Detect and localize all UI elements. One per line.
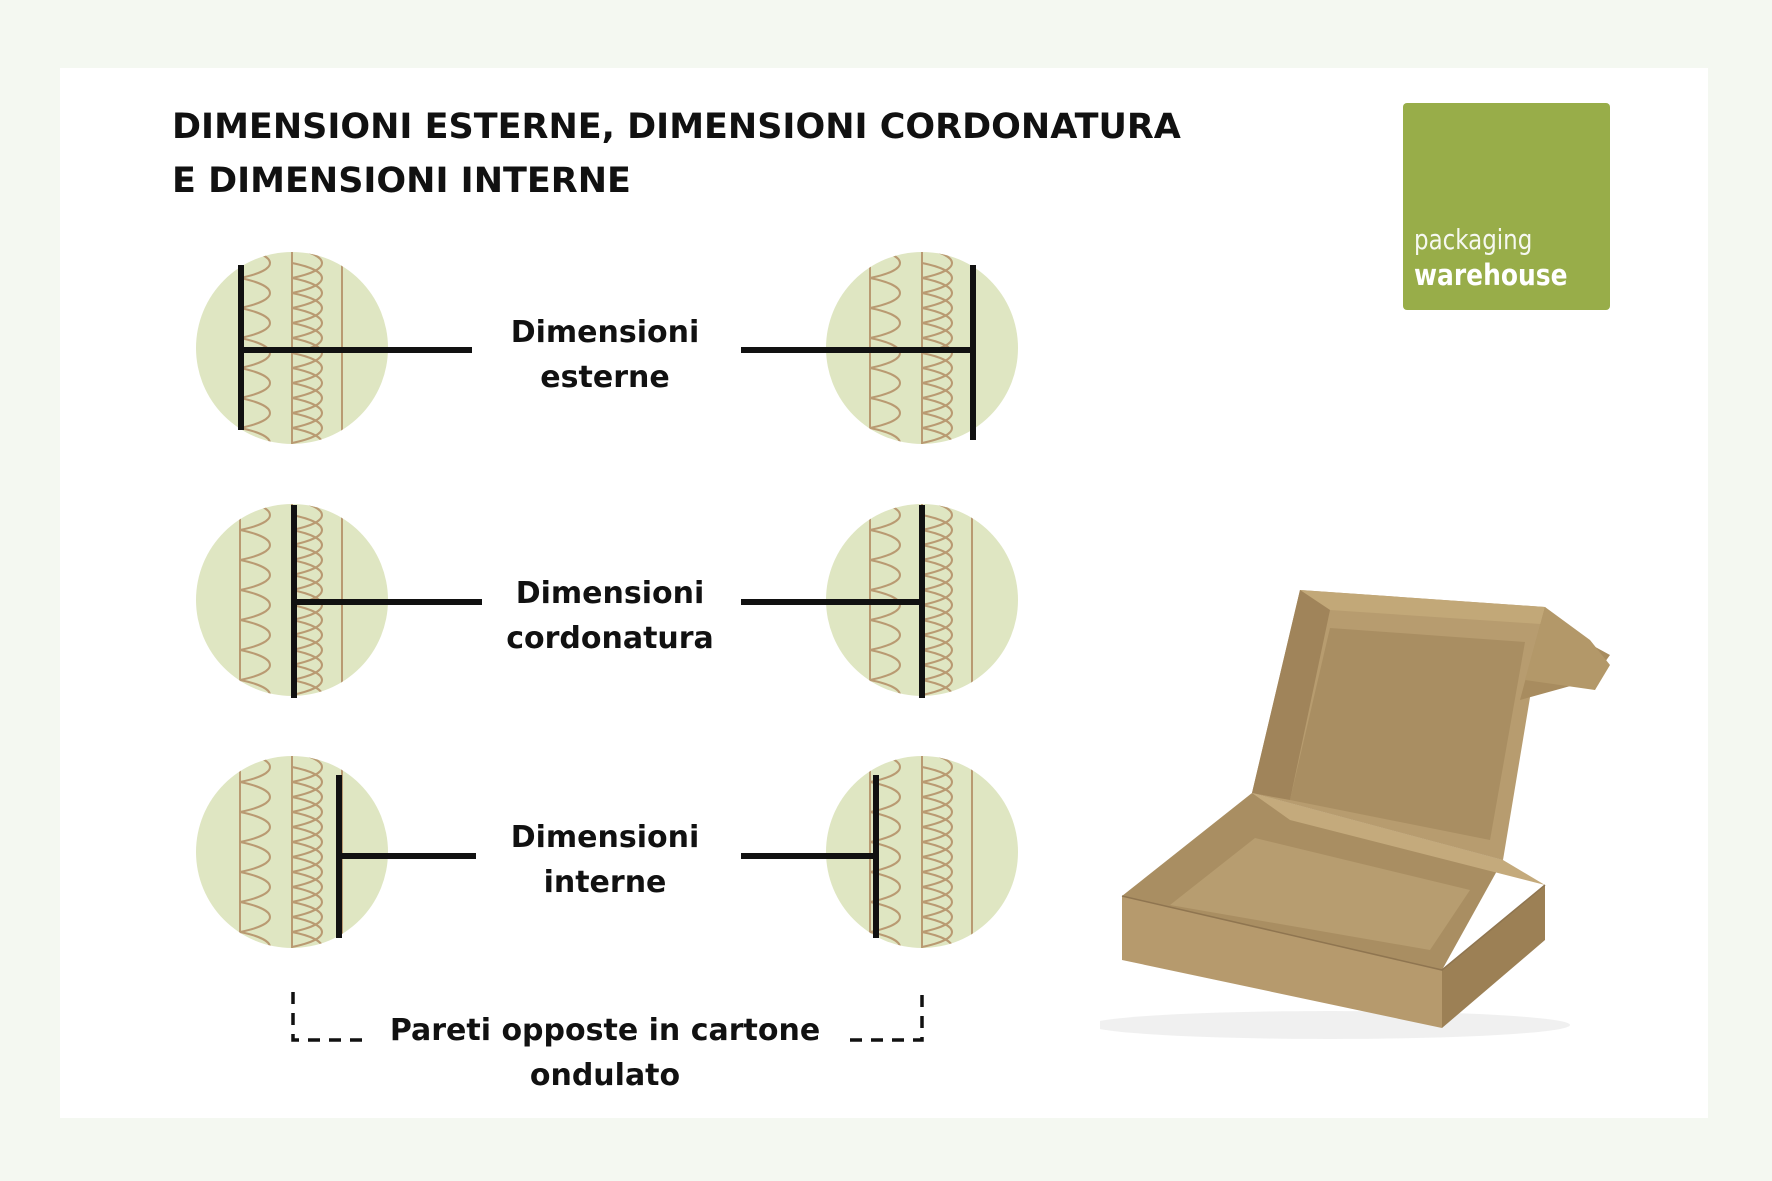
label-walls-line-2: ondulato: [529, 1058, 681, 1093]
logo-text-packaging: packaging: [1414, 223, 1533, 256]
label-internal-line-2: interne: [543, 865, 667, 900]
label-external-line-2: esterne: [540, 360, 670, 395]
title-line-1: DIMENSIONI ESTERNE, DIMENSIONI CORDONATU…: [172, 107, 1181, 147]
internal-dimension-lines: [336, 775, 879, 938]
logo-text-warehouse: warehouse: [1414, 258, 1568, 292]
cardboard-circle-internal-left: [196, 742, 388, 962]
label-external-dimensions: Dimensioni esterne: [480, 310, 730, 400]
crease-dimension-lines: [291, 505, 925, 698]
label-opposite-walls: Pareti opposte in cartone ondulato: [370, 1008, 840, 1098]
label-external-line-1: Dimensioni: [510, 315, 700, 350]
open-cardboard-box-image: [1100, 590, 1610, 1039]
cardboard-circle-internal-right: [826, 742, 1018, 962]
title-line-2: E DIMENSIONI INTERNE: [172, 161, 631, 201]
label-crease-line-2: cordonatura: [506, 621, 714, 656]
page-title: DIMENSIONI ESTERNE, DIMENSIONI CORDONATU…: [172, 100, 1181, 208]
label-crease-line-1: Dimensioni: [515, 576, 705, 611]
label-walls-line-1: Pareti opposte in cartone: [389, 1013, 821, 1048]
label-internal-dimensions: Dimensioni interne: [480, 815, 730, 905]
external-dimension-lines: [238, 265, 976, 440]
opposite-walls-bracket: [291, 992, 924, 1042]
label-internal-line-1: Dimensioni: [510, 820, 700, 855]
label-crease-dimensions: Dimensioni cordonatura: [480, 571, 740, 661]
packaging-warehouse-logo: packaging warehouse: [1403, 103, 1610, 310]
